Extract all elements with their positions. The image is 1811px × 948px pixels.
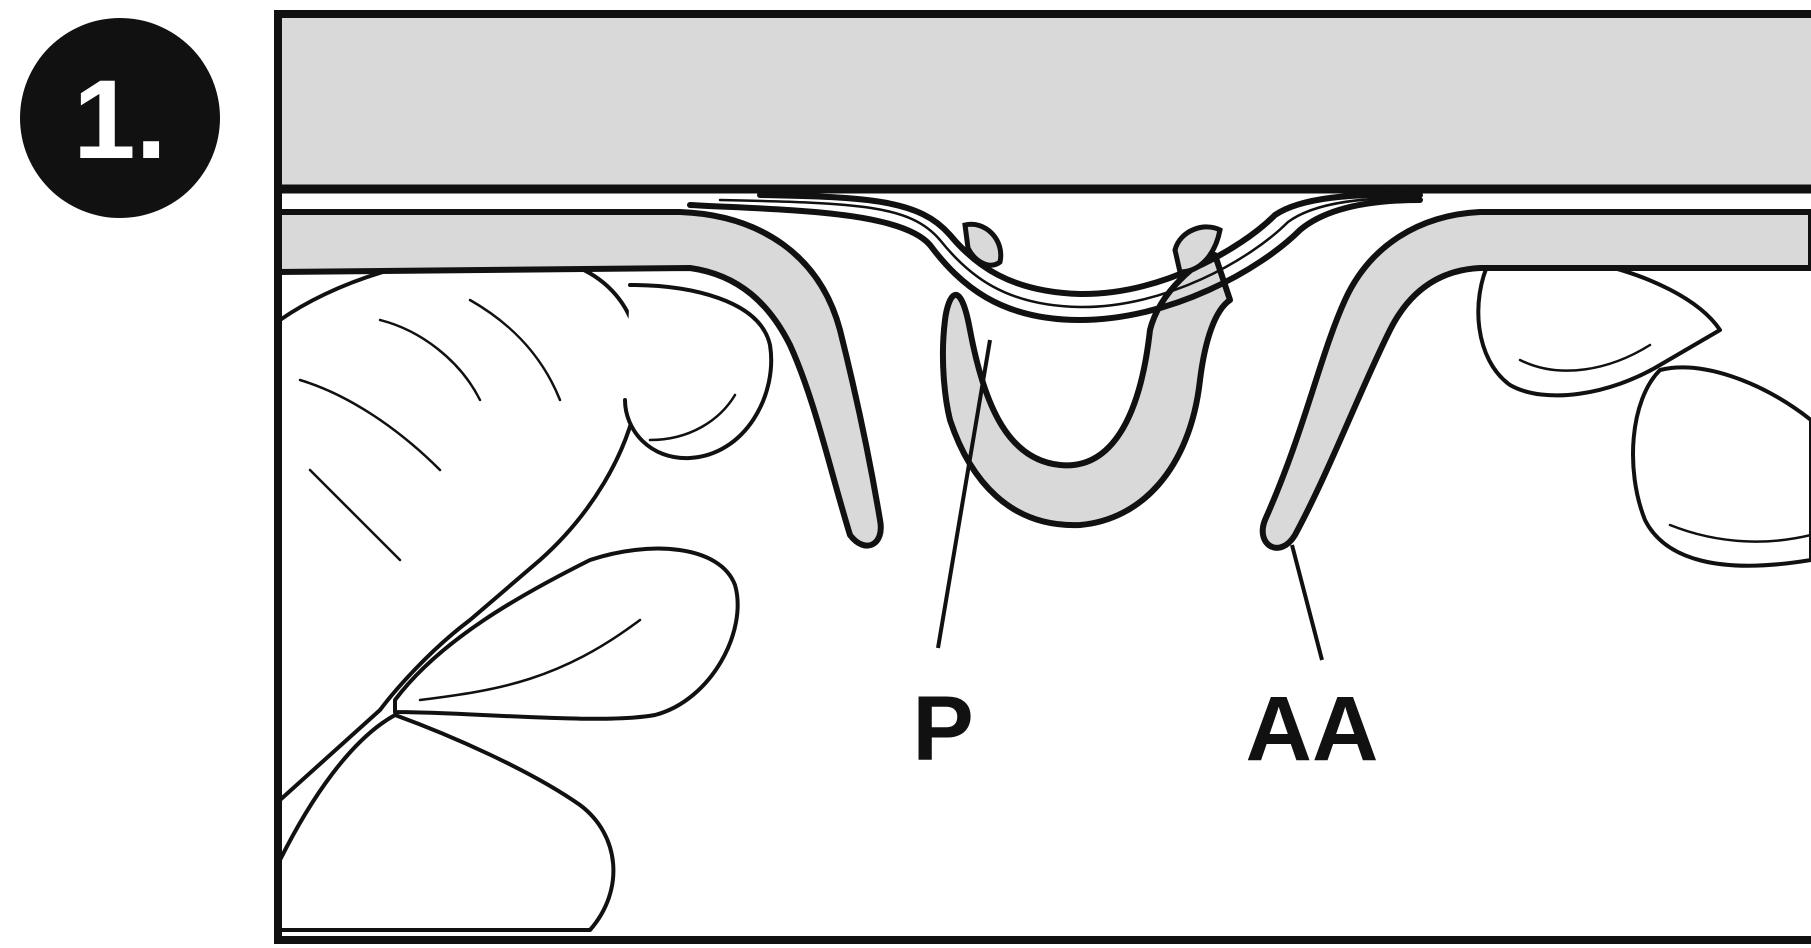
- step-number: 1.: [73, 57, 166, 182]
- label-p: P: [912, 678, 973, 780]
- top-band: [278, 12, 1811, 189]
- step-badge: 1.: [20, 18, 220, 218]
- label-aa: AA: [1246, 678, 1379, 780]
